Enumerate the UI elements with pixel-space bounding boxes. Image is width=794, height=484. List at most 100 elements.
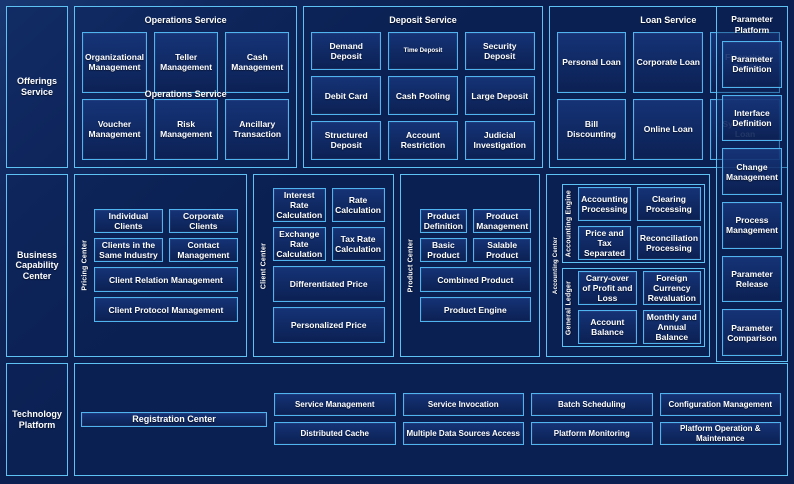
service-item-personal-loan[interactable]: Personal Loan bbox=[556, 31, 627, 93]
accounting-item-account-balance[interactable]: Account Balance bbox=[578, 310, 637, 345]
offerings-service-row: Offerings Service Operations Service Org… bbox=[6, 6, 788, 362]
service-item-risk-management[interactable]: Risk Management bbox=[154, 98, 219, 160]
parameter-item-interface-definition[interactable]: Interface Definition bbox=[722, 94, 782, 142]
capability-item-basic-product[interactable]: Basic Product bbox=[419, 237, 468, 262]
capability-item-product-management[interactable]: Product Management bbox=[473, 208, 532, 233]
business-capability-row: Business Capability Center Pricing Cente… bbox=[6, 173, 788, 358]
capability-item-client-relation-management[interactable]: Client Relation Management bbox=[94, 266, 238, 293]
capability-item-product-engine[interactable]: Product Engine bbox=[419, 297, 532, 323]
business-capability-content: Pricing Center Individual Clients Corpor… bbox=[74, 173, 711, 358]
layer-label-business-capability-center: Business Capability Center bbox=[6, 173, 68, 358]
tech-item-service-management[interactable]: Service Management bbox=[274, 393, 396, 417]
service-items-operations-service: Organizational Management Teller Managem… bbox=[82, 31, 290, 160]
tech-item-multiple-data-sources-access[interactable]: Multiple Data Sources Access bbox=[402, 422, 524, 446]
service-group-title-deposit-service: Deposit Service bbox=[389, 15, 457, 25]
capability-panel-label-client-center: Client Center bbox=[260, 242, 268, 289]
service-item-account-restriction[interactable]: Account Restriction bbox=[388, 121, 458, 160]
capability-item-personalized-price[interactable]: Personalized Price bbox=[272, 307, 385, 343]
service-item-cash-pooling[interactable]: Cash Pooling bbox=[388, 76, 458, 116]
accounting-items-general-ledger: Carry-over of Profit and Loss Foreign Cu… bbox=[576, 269, 704, 346]
capability-panel-product-center: Product Center Product Definition Produc… bbox=[399, 173, 541, 358]
accounting-item-price-and-tax-separated[interactable]: Price and Tax Separated bbox=[578, 226, 631, 261]
offerings-service-content: Operations Service Organizational Manage… bbox=[74, 6, 788, 168]
capability-items-client-center: Interest Rate Calculation Rate Calculati… bbox=[271, 185, 389, 346]
capability-panel-pricing-center: Pricing Center Individual Clients Corpor… bbox=[74, 173, 247, 358]
service-item-demand-deposit[interactable]: Demand Deposit bbox=[311, 31, 382, 71]
parameter-item-parameter-definition[interactable]: Parameter Definition bbox=[722, 40, 782, 88]
service-item-organizational-management[interactable]: Organizational Management bbox=[82, 31, 148, 93]
capability-items-pricing-center: Individual Clients Corporate Clients Cli… bbox=[92, 206, 242, 326]
technology-platform-row: Technology Platform Registration Center … bbox=[6, 363, 788, 476]
service-items-deposit-service: Demand Deposit Time Deposit Security Dep… bbox=[311, 31, 535, 160]
service-group-list: Operations Service Organizational Manage… bbox=[74, 6, 788, 168]
parameter-item-parameter-release[interactable]: Parameter Release bbox=[722, 255, 782, 303]
accounting-item-accounting-processing[interactable]: Accounting Processing bbox=[578, 187, 631, 222]
accounting-center-sections: Accounting Engine Accounting Processing … bbox=[562, 184, 706, 348]
accounting-item-carry-over-of-profit-and-loss[interactable]: Carry-over of Profit and Loss bbox=[578, 271, 637, 306]
tech-item-configuration-management[interactable]: Configuration Management bbox=[659, 393, 781, 417]
capability-panel-label-pricing-center: Pricing Center bbox=[81, 240, 89, 291]
accounting-item-foreign-currency-revaluation[interactable]: Foreign Currency Revaluation bbox=[642, 271, 702, 306]
layer-label-business-capability-center-text: Business Capability Center bbox=[15, 249, 59, 281]
service-item-bill-discounting[interactable]: Bill Discounting bbox=[556, 98, 627, 160]
capability-item-combined-product[interactable]: Combined Product bbox=[419, 266, 532, 293]
service-item-voucher-management[interactable]: Voucher Management bbox=[82, 98, 148, 160]
layer-label-technology-platform-text: Technology Platform bbox=[12, 409, 62, 430]
tech-item-platform-operation-maintenance[interactable]: Platform Operation & Maintenance bbox=[659, 422, 781, 446]
accounting-item-clearing-processing[interactable]: Clearing Processing bbox=[636, 187, 702, 222]
layer-label-technology-platform: Technology Platform bbox=[6, 363, 68, 476]
service-item-structured-deposit[interactable]: Structured Deposit bbox=[311, 121, 382, 160]
capability-panel-label-product-center: Product Center bbox=[406, 238, 414, 293]
capability-item-client-protocol-management[interactable]: Client Protocol Management bbox=[94, 297, 238, 323]
tech-item-batch-scheduling[interactable]: Batch Scheduling bbox=[531, 393, 653, 417]
service-group-title-loan-service: Loan Service bbox=[640, 15, 697, 25]
parameter-platform-panel: Parameter Platform Parameter Definition … bbox=[716, 6, 788, 362]
service-item-online-loan[interactable]: Online Loan bbox=[633, 98, 704, 160]
service-group-deposit-service: Deposit Service Demand Deposit Time Depo… bbox=[303, 6, 543, 168]
service-item-ancillary-transaction[interactable]: Ancillary Transaction bbox=[225, 98, 290, 160]
tech-item-distributed-cache[interactable]: Distributed Cache bbox=[274, 422, 396, 446]
layer-label-offerings-service: Offerings Service bbox=[6, 6, 68, 168]
service-group-operations-service: Operations Service Organizational Manage… bbox=[74, 6, 298, 168]
service-item-cash-management[interactable]: Cash Management bbox=[225, 31, 290, 93]
accounting-item-monthly-and-annual-balance[interactable]: Monthly and Annual Balance bbox=[642, 310, 702, 345]
service-item-large-deposit[interactable]: Large Deposit bbox=[464, 76, 535, 116]
capability-panel-label-accounting-center: Accounting Center bbox=[553, 237, 560, 295]
parameter-platform-title: Parameter Platform bbox=[731, 14, 773, 36]
capability-item-rate-calculation[interactable]: Rate Calculation bbox=[331, 188, 385, 223]
parameter-item-parameter-comparison[interactable]: Parameter Comparison bbox=[722, 309, 782, 356]
capability-item-interest-rate-calculation[interactable]: Interest Rate Calculation bbox=[272, 188, 326, 223]
service-item-security-deposit[interactable]: Security Deposit bbox=[464, 31, 535, 71]
service-item-teller-management[interactable]: Teller Management bbox=[154, 31, 219, 93]
tech-item-service-invocation[interactable]: Service Invocation bbox=[402, 393, 524, 417]
accounting-items-accounting-engine: Accounting Processing Clearing Processin… bbox=[576, 185, 704, 262]
capability-panel-client-center: Client Center Interest Rate Calculation … bbox=[252, 173, 394, 358]
accounting-section-accounting-engine: Accounting Engine Accounting Processing … bbox=[562, 184, 706, 264]
accounting-item-reconciliation-processing[interactable]: Reconciliation Processing bbox=[636, 226, 702, 261]
service-item-debit-card[interactable]: Debit Card bbox=[311, 76, 382, 116]
capability-item-product-definition[interactable]: Product Definition bbox=[419, 208, 468, 233]
parameter-item-process-management[interactable]: Process Management bbox=[722, 201, 782, 249]
capability-item-exchange-rate-calculation[interactable]: Exchange Rate Calculation bbox=[272, 227, 326, 262]
operations-service-wrapper: Operations Service Organizational Manage… bbox=[74, 6, 298, 168]
parameter-item-change-management[interactable]: Change Management bbox=[722, 148, 782, 195]
service-item-corporate-loan[interactable]: Corporate Loan bbox=[633, 31, 704, 93]
capability-item-tax-rate-calculation[interactable]: Tax Rate Calculation bbox=[331, 227, 385, 262]
capability-item-contact-management[interactable]: Contact Management bbox=[168, 237, 238, 262]
capability-item-salable-product[interactable]: Salable Product bbox=[473, 237, 532, 262]
capability-item-differentiated-price[interactable]: Differentiated Price bbox=[272, 266, 385, 303]
technology-platform-items: Service Management Service Invocation Ba… bbox=[274, 393, 781, 446]
capability-item-corporate-clients[interactable]: Corporate Clients bbox=[168, 208, 238, 233]
technology-platform-content: Registration Center Service Management S… bbox=[74, 363, 788, 476]
capability-item-clients-in-the-same-industry[interactable]: Clients in the Same Industry bbox=[94, 237, 163, 262]
tech-item-platform-monitoring[interactable]: Platform Monitoring bbox=[531, 422, 653, 446]
accounting-section-label-accounting-engine: Accounting Engine bbox=[565, 190, 573, 258]
capability-items-product-center: Product Definition Product Management Ba… bbox=[418, 206, 536, 326]
parameter-platform-items: Parameter Definition Interface Definitio… bbox=[722, 40, 782, 356]
capability-item-individual-clients[interactable]: Individual Clients bbox=[94, 208, 163, 233]
service-item-time-deposit[interactable]: Time Deposit bbox=[388, 31, 458, 71]
accounting-section-general-ledger: General Ledger Carry-over of Profit and … bbox=[562, 268, 706, 348]
tech-item-registration-center[interactable]: Registration Center bbox=[81, 411, 267, 427]
service-item-judicial-investigation[interactable]: Judicial Investigation bbox=[464, 121, 535, 160]
